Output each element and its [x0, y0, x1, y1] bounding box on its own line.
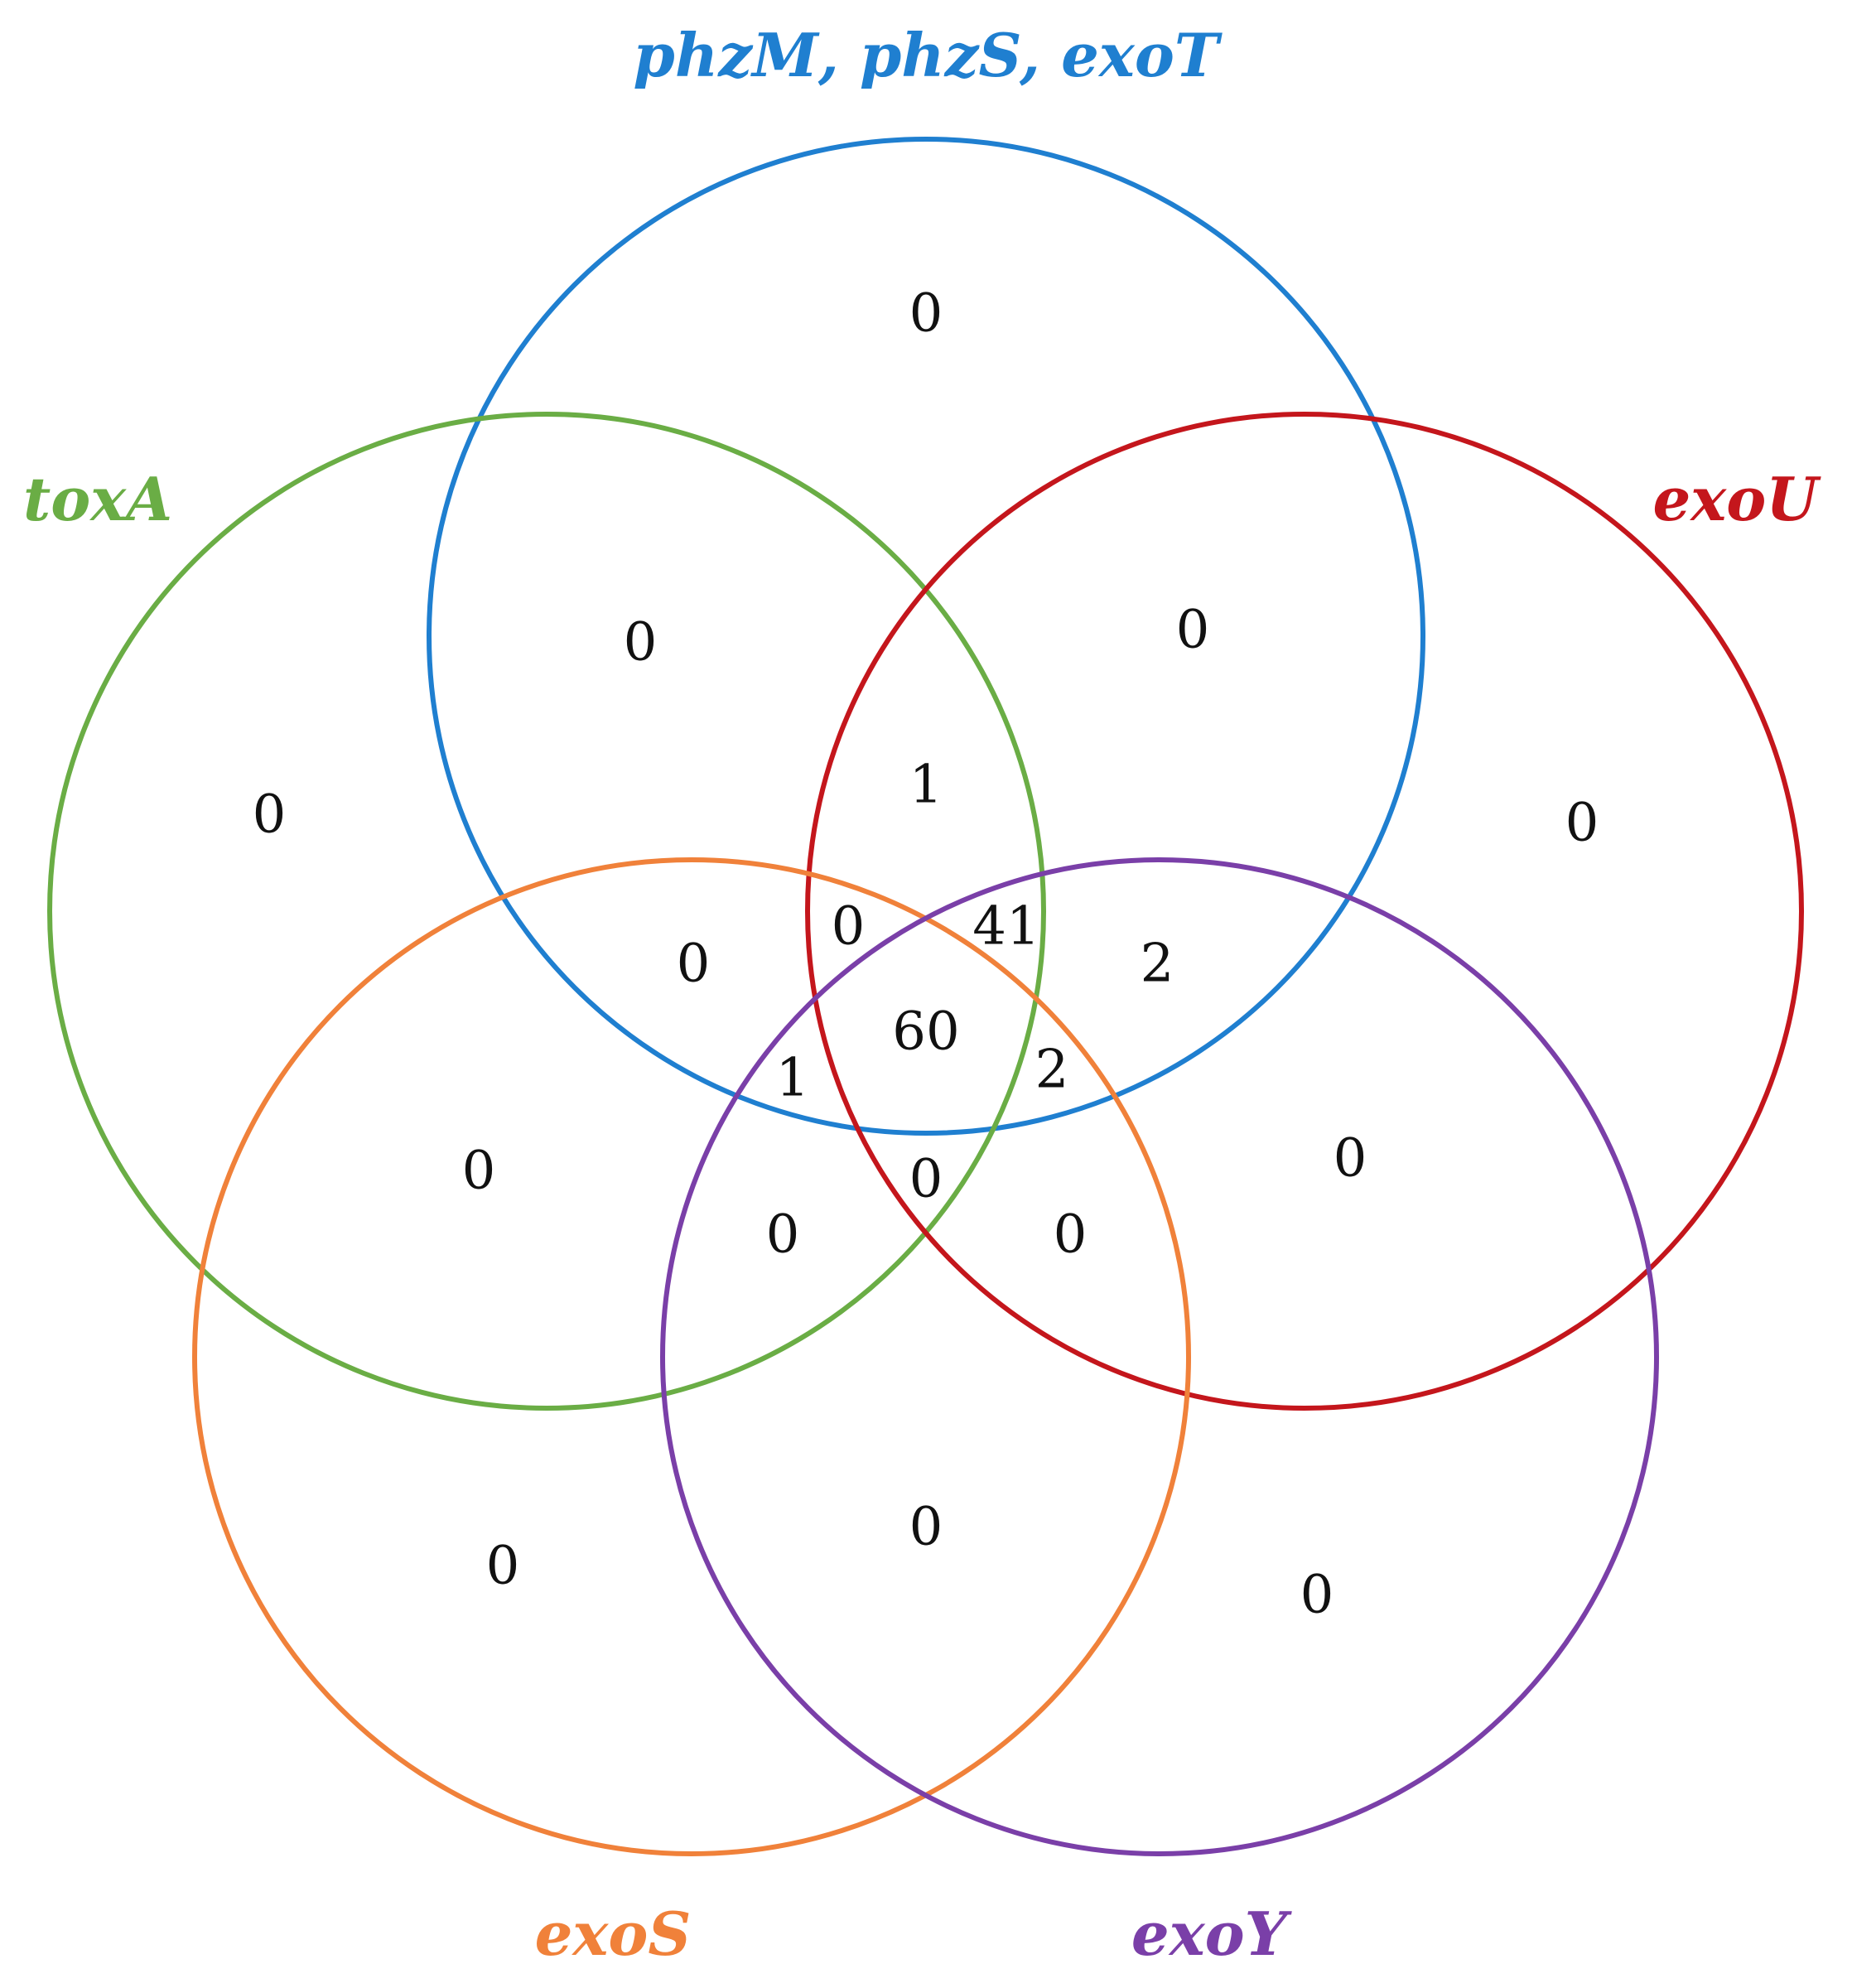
region-count: 0: [1054, 1204, 1088, 1266]
set-label-exoS: exoS: [535, 1899, 692, 1969]
region-count: 1: [909, 755, 943, 816]
region-count: 0: [462, 1141, 496, 1202]
region-count: 0: [253, 784, 287, 846]
set-label-toxA: toxA: [23, 464, 172, 534]
region-count: 0: [624, 612, 658, 673]
region-count: 2: [1035, 1040, 1069, 1101]
set-circle-phz: [427, 137, 1425, 1136]
region-count: 0: [1300, 1565, 1334, 1626]
set-label-exoU: exoU: [1652, 464, 1821, 534]
region-count: 41: [972, 896, 1039, 958]
region-count: 0: [486, 1536, 520, 1597]
region-count: 0: [1565, 793, 1599, 854]
region-count: 0: [909, 283, 943, 345]
region-count: 1: [776, 1048, 810, 1109]
region-count: 0: [766, 1204, 800, 1266]
region-count: 0: [832, 896, 866, 958]
region-count: 0: [1334, 1128, 1367, 1189]
region-count: 0: [677, 934, 711, 995]
region-count: 2: [1141, 934, 1174, 995]
set-label-exoY: exoY: [1131, 1899, 1293, 1969]
region-count: 0: [909, 1497, 943, 1558]
set-label-phz: phzM, phzS, exoT: [634, 20, 1223, 90]
region-count: 60: [892, 1001, 959, 1063]
set-circle-exoS: [192, 857, 1191, 1856]
set-circle-exoY: [660, 857, 1659, 1856]
set-circle-toxA: [47, 412, 1046, 1411]
region-count: 0: [909, 1149, 943, 1210]
set-circle-exoU: [805, 412, 1804, 1411]
region-count: 0: [1176, 600, 1210, 661]
